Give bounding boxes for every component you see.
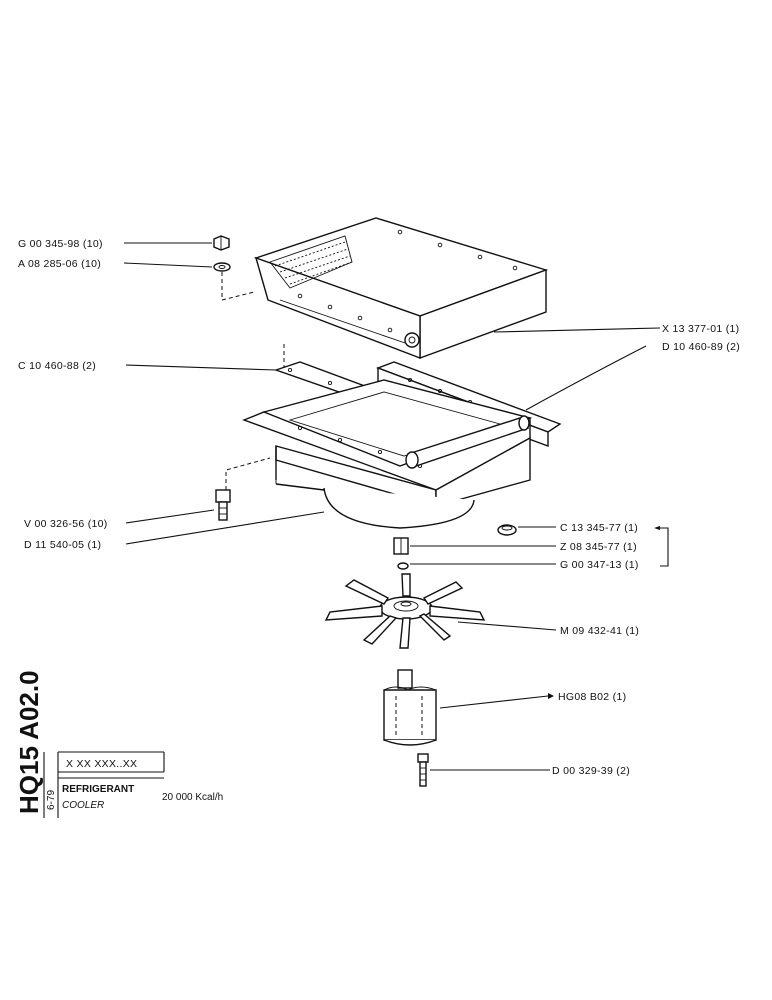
callout-c-10-460-88: C 10 460-88 (2)	[18, 360, 96, 372]
callout-z-08-345-77: Z 08 345-77 (1)	[560, 541, 637, 553]
cap-nut-part	[497, 524, 517, 536]
callout-hg-08-b02: HG08 B02 (1)	[558, 691, 626, 703]
washer-part	[213, 262, 231, 272]
title-french: REFRIGERANT	[62, 784, 134, 795]
callout-d-11-540-05: D 11 540-05 (1)	[24, 539, 101, 551]
callout-a-08-285-06: A 08 285-06 (10)	[18, 258, 101, 270]
shroud	[242, 379, 533, 529]
nut-part	[213, 235, 230, 251]
rating: 20 000 Kcal/h	[162, 792, 223, 803]
fan-part	[324, 573, 486, 649]
callout-g-00-347-13: G 00 347-13 (1)	[560, 559, 639, 571]
radiator-core	[253, 217, 549, 360]
tube-part	[405, 415, 530, 469]
hub-part	[383, 669, 437, 746]
small-washer-part	[397, 562, 409, 570]
document-code: HQ15 A02.0	[14, 670, 44, 814]
callout-v-00-326-56: V 00 326-56 (10)	[24, 518, 108, 530]
screw-part	[417, 753, 429, 787]
spacer-part	[393, 537, 409, 555]
bolt-part	[215, 489, 231, 521]
callout-d-10-460-89: D 10 460-89 (2)	[662, 341, 740, 353]
callout-x-13-377-01: X 13 377-01 (1)	[662, 323, 739, 335]
callout-g-00-345-98: G 00 345-98 (10)	[18, 238, 103, 250]
callout-c-13-345-77: C 13 345-77 (1)	[560, 522, 638, 534]
callout-m-09-432-41: M 09 432-41 (1)	[560, 625, 639, 637]
title-block: 6-79 X XX XXX..XX REFRIGERANT COOLER 20 …	[43, 751, 223, 818]
reference-number: X XX XXX..XX	[66, 758, 137, 770]
title-english: COOLER	[62, 800, 104, 811]
date-code: 6-79	[46, 790, 57, 810]
callout-d-00-329-39: D 00 329-39 (2)	[552, 765, 630, 777]
leader-lines	[123, 242, 661, 771]
